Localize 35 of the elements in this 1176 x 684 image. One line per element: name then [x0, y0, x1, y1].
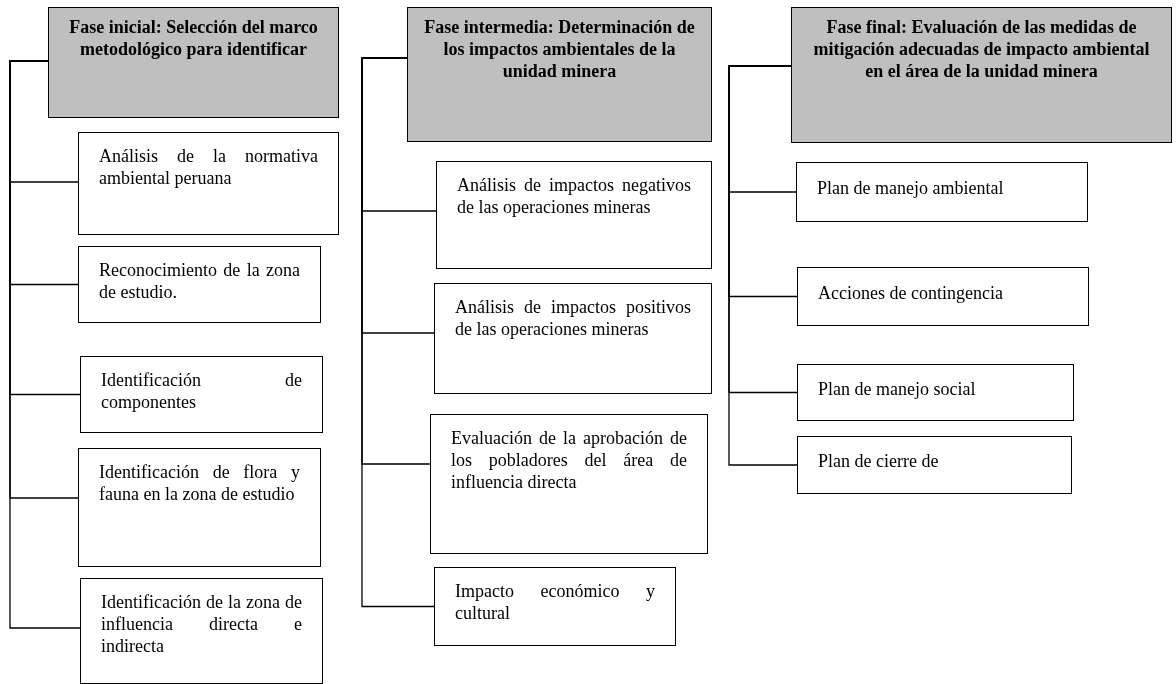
step-box	[797, 267, 1089, 326]
step-text: Plan de manejo ambiental	[817, 177, 1005, 199]
phase-title: Fase inicial: Selección del marco metodológico para identificar	[68, 16, 319, 60]
connector-line	[361, 57, 435, 608]
step-box	[796, 162, 1088, 222]
step-text: Análisis de la normativa ambiental peruana	[99, 145, 318, 189]
step-text: Plan de manejo social	[818, 377, 977, 400]
step-box	[78, 246, 321, 323]
phase-title: Fase final: Evaluación de las medidas de mitigación adecuadas de impacto ambiental en el área de la unidad minera	[812, 16, 1151, 82]
step-box	[797, 364, 1074, 421]
phase-title: Fase intermedia: Determinación de los impactos ambientales de la unidad minera	[423, 16, 696, 82]
step-text: Reconocimiento de la zona de estudio.	[99, 259, 300, 303]
step-box	[80, 356, 323, 433]
step-box	[80, 578, 323, 684]
step-box	[78, 448, 321, 567]
step-text: Identificación de flora y fauna en la zona de estudio	[99, 461, 300, 505]
step-text: Acciones de contingencia	[818, 281, 1004, 304]
step-text: Plan de cierre de	[818, 450, 940, 472]
step-box	[430, 414, 708, 554]
step-box	[78, 132, 339, 235]
connector-line	[9, 60, 81, 629]
step-text: Identificación de la zona de influencia directa e indirecta	[101, 591, 302, 657]
step-box	[436, 161, 712, 269]
phase-header-box	[791, 7, 1172, 143]
phase-header-box	[407, 7, 712, 142]
step-box	[797, 436, 1072, 494]
step-text: Análisis de impactos negativos de las operaciones mineras	[457, 174, 691, 218]
step-text: Análisis de impactos positivos de las operaciones mineras	[455, 296, 691, 340]
step-text: Impacto económico y cultural	[455, 580, 655, 624]
step-text: Identificación de componentes	[101, 369, 302, 413]
step-text: Evaluación de la aprobación de los pobladores del área de influencia directa	[451, 427, 687, 493]
step-box	[434, 567, 676, 646]
phase-header-box	[48, 7, 339, 118]
connector-line	[728, 65, 798, 466]
step-box	[434, 283, 712, 394]
